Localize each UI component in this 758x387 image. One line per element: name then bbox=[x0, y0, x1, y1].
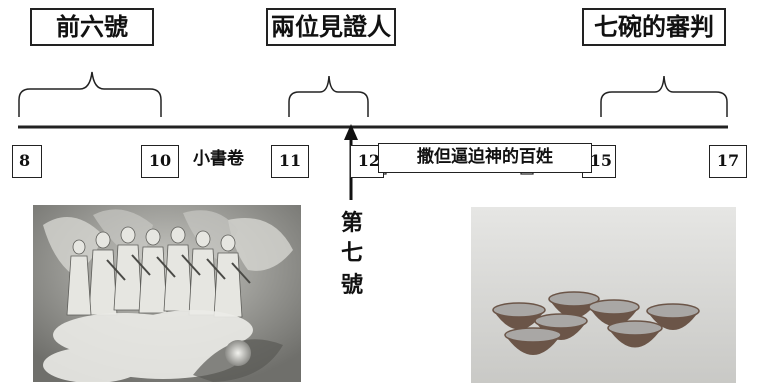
title-first-six: 前六號 bbox=[30, 8, 154, 46]
brace-seven-bowls bbox=[600, 75, 728, 117]
chapter-17: 17 bbox=[709, 145, 747, 178]
bowl-front-right bbox=[607, 320, 663, 348]
chapter-11: 11 bbox=[271, 145, 309, 178]
seventh-trumpet-char-2: 七 bbox=[340, 240, 363, 266]
brace-first-six bbox=[18, 71, 162, 117]
seventh-trumpet-arrowhead bbox=[344, 124, 358, 140]
bowl-front-left bbox=[504, 327, 562, 355]
brace-two-witnesses bbox=[288, 75, 369, 117]
bowl-left bbox=[492, 302, 546, 330]
angels-illustration bbox=[33, 205, 301, 382]
bowls-illustration bbox=[471, 207, 736, 383]
title-two-witnesses: 兩位見證人 bbox=[266, 8, 396, 46]
angels-trumpets-image bbox=[33, 205, 301, 382]
little-scroll-label: 小書卷 bbox=[193, 149, 244, 169]
seventh-trumpet-char-3: 號 bbox=[340, 272, 363, 298]
seven-bowls-image bbox=[471, 207, 736, 383]
chapter-10: 10 bbox=[141, 145, 179, 178]
seventh-trumpet-char-1: 第 bbox=[340, 210, 363, 236]
chapter-8: 8 bbox=[12, 145, 42, 178]
persecution-label: 撒但逼迫神的百姓 bbox=[378, 143, 592, 173]
bowl-back-center bbox=[548, 291, 600, 318]
title-seven-bowls: 七碗的審判 bbox=[582, 8, 726, 46]
